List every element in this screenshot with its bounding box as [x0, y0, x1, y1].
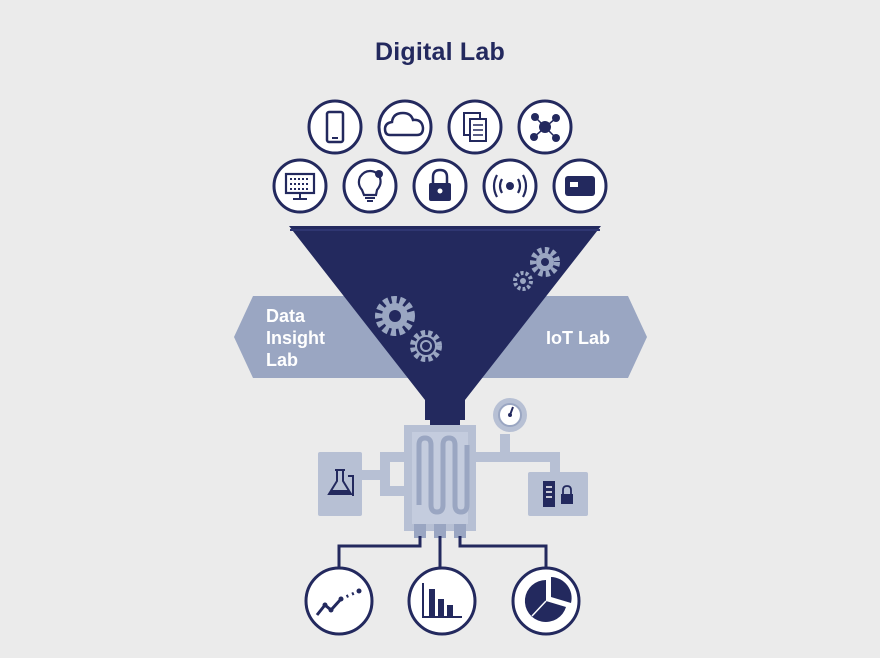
line-chart-icon: [304, 566, 374, 636]
gear-icon: [375, 296, 415, 336]
left-banner-line-3: Lab: [266, 350, 298, 370]
gear-icon: [513, 271, 533, 291]
gear-icon: [410, 330, 442, 362]
cloud-icon: [377, 99, 433, 155]
pressure-gauge-icon: [493, 398, 527, 432]
card-icon: [552, 158, 608, 214]
smartphone-icon: [307, 99, 363, 155]
pie-chart-icon: [511, 566, 581, 636]
padlock-icon: [412, 158, 468, 214]
left-banner-line-2: Insight: [266, 328, 325, 348]
wireless-signal-icon: [482, 158, 538, 214]
processing-machine: [318, 398, 588, 538]
funnel: [289, 226, 601, 420]
bar-chart-icon: [407, 566, 477, 636]
page-title: Digital Lab: [375, 38, 505, 66]
binary-monitor-icon: [272, 158, 328, 214]
server-lock-icon: [543, 481, 573, 507]
output-connectors: [337, 536, 548, 568]
right-banner-label: IoT Lab: [546, 328, 610, 348]
gear-icon: [530, 247, 560, 277]
network-icon: [517, 99, 573, 155]
lightbulb-icon: [342, 158, 398, 214]
left-banner-line-1: Data: [266, 306, 306, 326]
documents-icon: [447, 99, 503, 155]
flask-icon: [327, 469, 354, 496]
